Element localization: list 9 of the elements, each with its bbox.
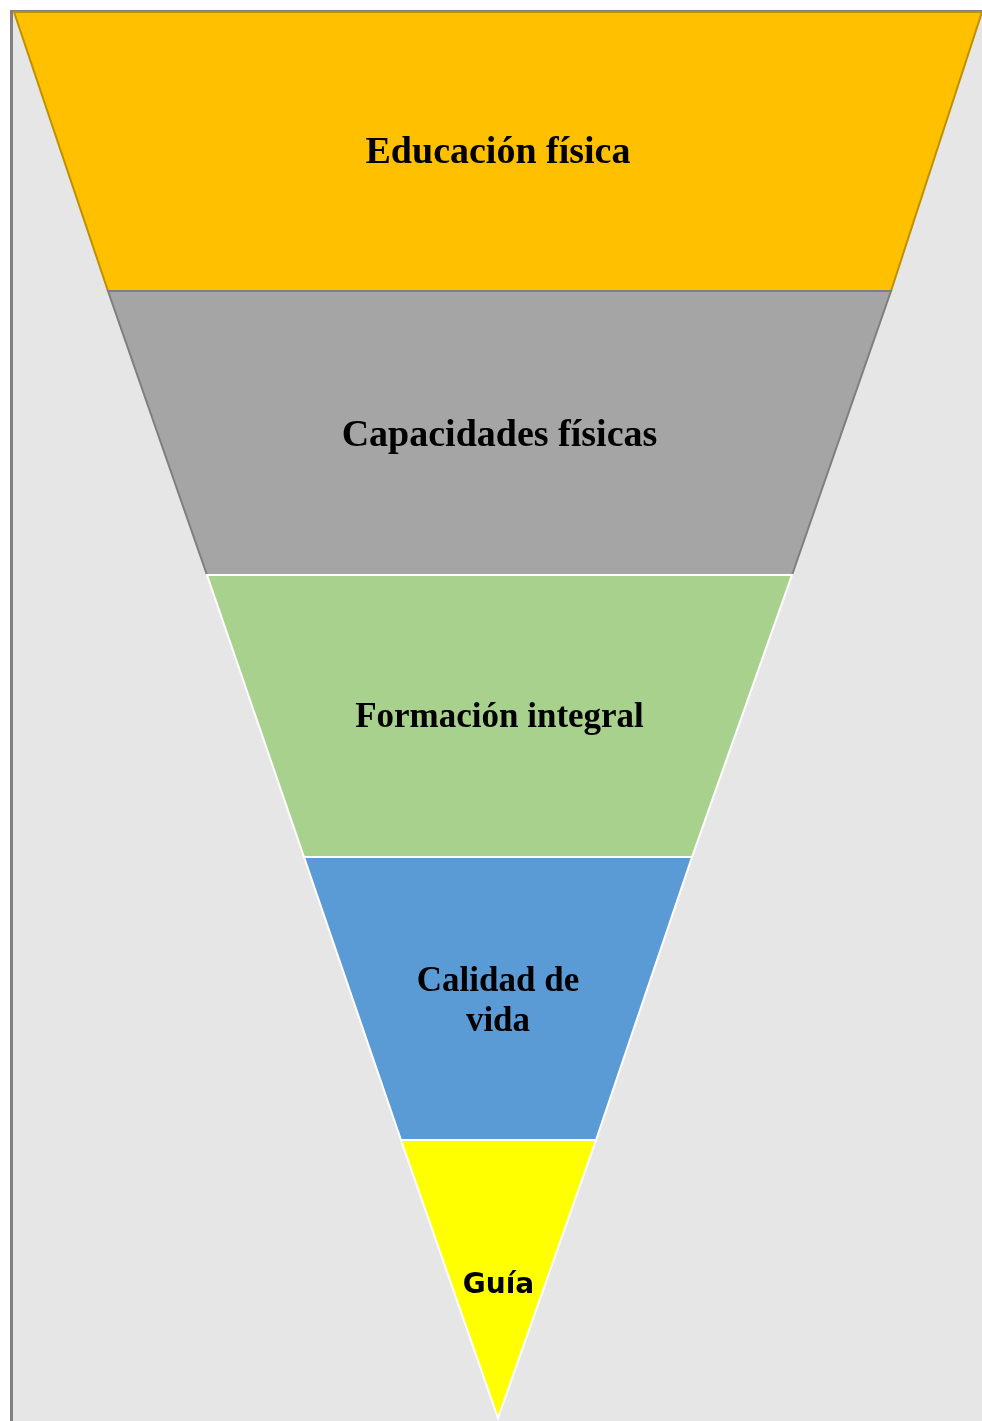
level-label: Formación integral — [354, 696, 645, 736]
funnel-level — [108, 291, 891, 575]
funnel-level — [207, 575, 792, 857]
funnel-level — [401, 1140, 596, 1418]
level-label: Guía — [461, 1266, 536, 1300]
level-label: Capacidades físicas — [340, 411, 659, 455]
funnel-level — [304, 857, 692, 1140]
level-label: Educación física — [364, 128, 632, 172]
level-label: Calidad de vida — [415, 960, 581, 1040]
